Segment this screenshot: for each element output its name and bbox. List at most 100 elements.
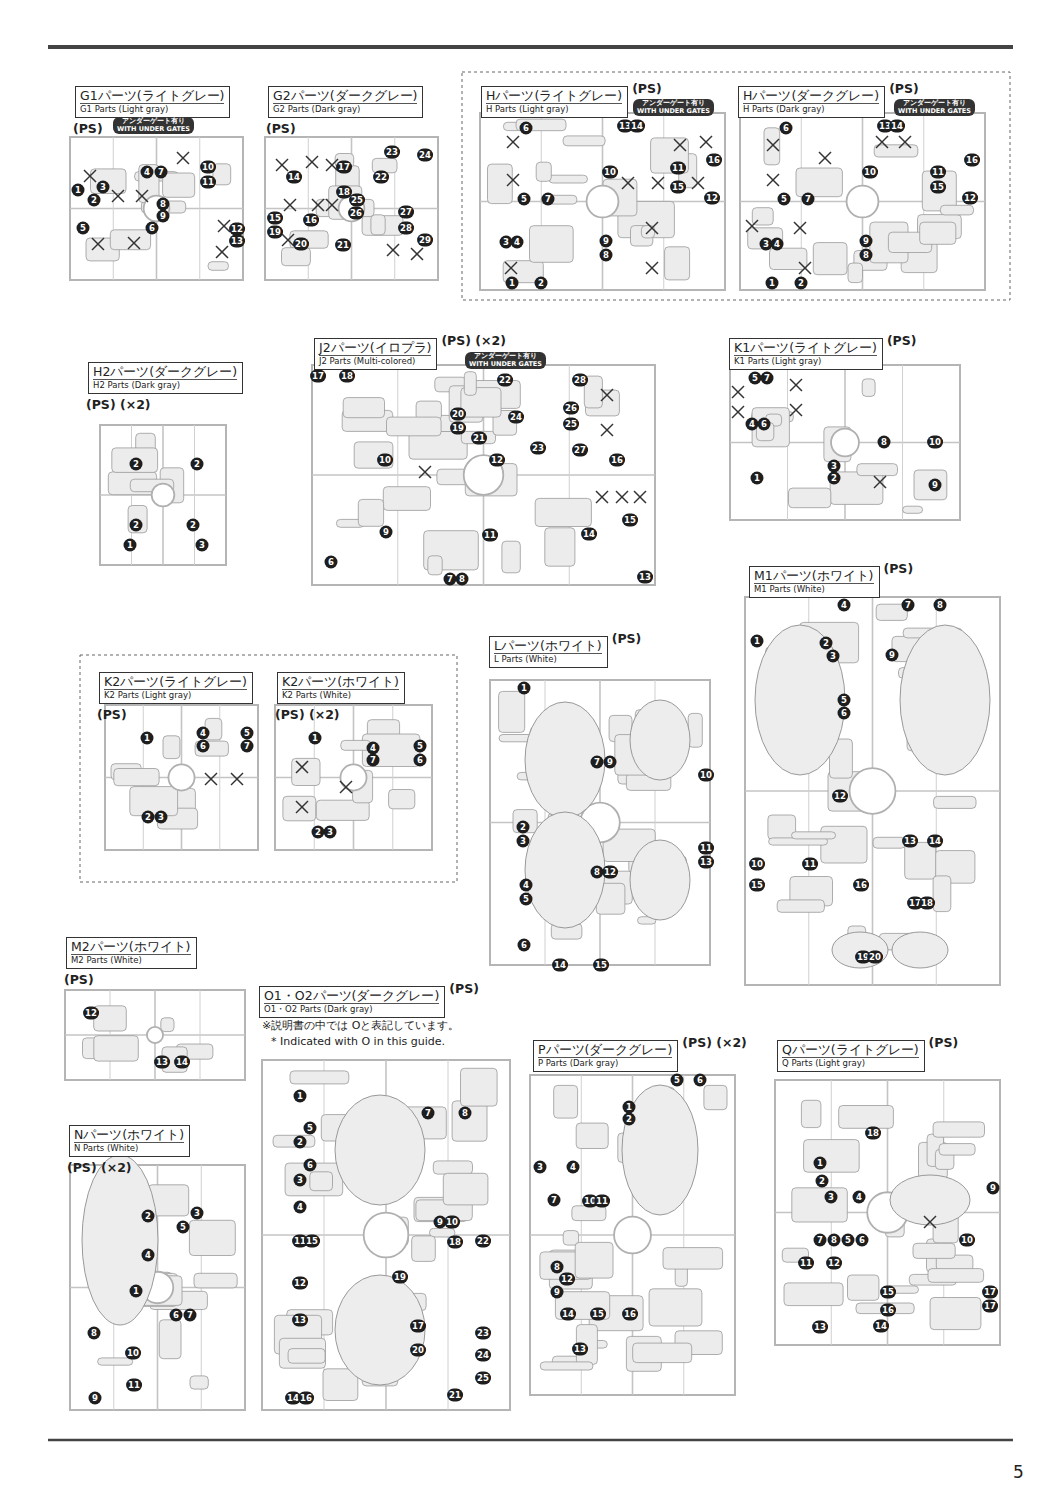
cut-mark [767,139,779,151]
part-shape [279,1338,325,1368]
part-shape [110,230,150,250]
callout-number: 17 [982,1300,998,1313]
callout-number: 11 [930,166,946,179]
callout-number: 5 [842,1234,855,1247]
runner-hub [147,1027,163,1043]
part-shape [572,1206,606,1221]
cut-mark [767,174,779,186]
heading-jp: H2パーツ(ダークグレー) [93,364,237,380]
callout-number: 5 [77,222,90,235]
part-shape [208,262,229,271]
cut-mark [507,174,519,186]
callout-number: 3 [294,1174,307,1187]
cut-mark [296,761,308,773]
cut-mark [340,781,352,793]
callout-number: 5 [520,893,533,906]
callout-number: 5 [518,193,531,206]
part-shape [770,248,807,269]
heading-en: M2 Parts (White) [71,955,191,966]
heading-en: G2 Parts (Dark gray) [273,104,417,115]
runner-hub [587,186,619,218]
callout-number: 10 [749,858,765,871]
callout-number: 27 [398,206,414,219]
part-shape [848,1275,879,1300]
callout-number: 20 [867,951,883,964]
part-shape [112,448,158,473]
part-shape [545,528,575,566]
heading-jp: M1パーツ(ホワイト) [754,568,874,584]
cut-mark [646,222,658,234]
part-shape [335,1095,425,1205]
callout-number: 14 [560,1308,576,1321]
callout-number: 14 [889,120,905,133]
callout-number: 6 [170,1309,183,1322]
part-shape [525,702,605,818]
part-shape [704,1085,727,1109]
runner-heading: G1パーツ(ライトグレー)G1 Parts (Light gray)(PS) [75,86,230,118]
cut-mark [296,801,308,813]
runner-heading: Pパーツ(ダークグレー)P Parts (Dark gray)(PS) (×2) [533,1040,678,1072]
part-shape [525,812,605,928]
cut-mark [84,170,96,182]
callout-number: 16 [303,214,319,227]
part-shape [575,1242,613,1278]
cut-mark [387,244,399,256]
callout-number: 13 [572,1343,588,1356]
callout-number: 20 [410,1344,426,1357]
callout-number: 6 [780,122,793,135]
callout-number: 10 [200,161,216,174]
runner-hub [614,1217,651,1254]
callout-number: 2 [142,1210,155,1223]
callout-number: 11 [200,176,216,189]
part-shape [389,790,415,809]
cut-mark [84,170,96,182]
part-shape [892,932,948,968]
runner-heading: H2パーツ(ダークグレー)H2 Parts (Dark gray)(PS) (×… [88,362,243,394]
callout-number: 2 [130,519,143,532]
badge-text: アンダーゲート有り [898,100,971,108]
part-shape [282,248,311,266]
runner-hub [364,1213,409,1258]
part-shape [283,796,316,821]
callout-number: 9 [987,1182,1000,1195]
part-shape [94,1036,139,1061]
cut-mark [601,424,613,436]
callout-number: 11 [798,1257,814,1270]
callout-number: 2 [191,458,204,471]
runner-frame [480,113,725,290]
callout-number: 14 [286,171,302,184]
part-shape [371,215,385,235]
heading-jp: K2パーツ(ライトグレー) [104,674,247,690]
cut-mark [732,406,744,418]
cut-mark [634,491,646,503]
runner-hub [850,768,896,814]
cut-mark [216,246,228,258]
runner-frame [105,705,258,850]
part-shape [163,736,180,759]
cut-mark [790,379,802,391]
callout-number: 12 [559,1273,575,1286]
part-shape [900,625,990,775]
callout-number: 3 [191,1207,204,1220]
cut-mark [231,773,243,785]
part-shape [933,1122,984,1137]
runner-frame [730,365,960,520]
part-shape [362,734,420,767]
part-shape [563,1231,578,1246]
callout-number: 7 [542,193,555,206]
runner-heading: O1・O2パーツ(ダークグレー)O1・O2 Parts (Dark gray)(… [259,986,445,1018]
runner-frame [262,1060,510,1410]
cut-mark [790,404,802,416]
cut-mark [876,136,888,148]
cut-mark [136,190,148,202]
callout-number: 9 [89,1392,102,1405]
cut-mark [622,177,634,189]
part-shape [189,1220,235,1255]
heading-en: O1・O2 Parts (Dark gray) [264,1004,439,1015]
part-shape [288,1349,325,1364]
cut-mark [411,248,423,260]
part-shape [290,1071,349,1084]
part-shape [554,1085,578,1118]
heading-jp: M2パーツ(ホワイト) [71,939,191,955]
part-shape [530,226,574,263]
